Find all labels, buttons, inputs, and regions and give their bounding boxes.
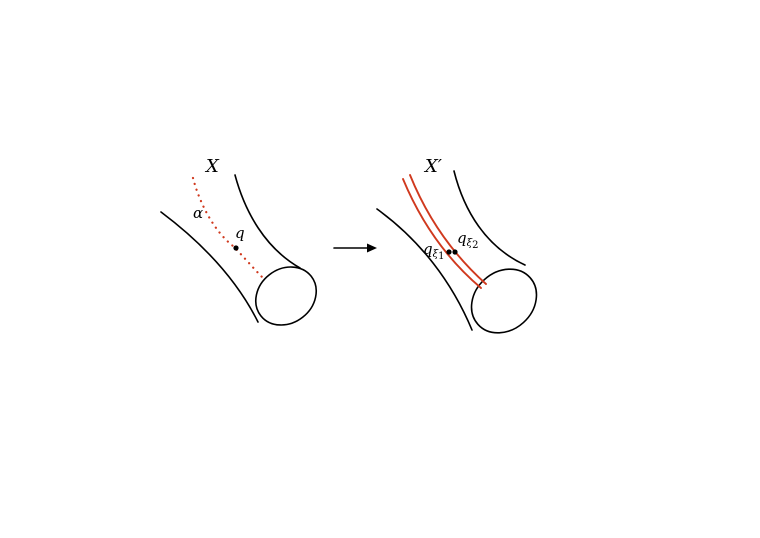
point-q (233, 245, 239, 251)
curve-alpha (191, 176, 267, 282)
right-tube: X′ qξ1 qξ2 (376, 156, 538, 334)
arrow-head (367, 243, 377, 253)
point-q-xi1 (446, 249, 452, 255)
right-tube-inner-edge (453, 170, 526, 266)
label-q-xi1: qξ1 (423, 240, 445, 262)
left-tube-outer-edge (160, 211, 259, 323)
right-tube-opening (470, 268, 538, 334)
label-alpha: α (193, 204, 203, 222)
label-q: q (235, 224, 245, 242)
label-x-prime: X′ (423, 156, 442, 177)
label-q-xi2: qξ2 (457, 229, 479, 251)
left-tube-opening (254, 266, 318, 326)
curve-lift-1 (402, 178, 482, 289)
right-tube-outer-edge (376, 208, 473, 331)
point-q-xi2 (452, 249, 458, 255)
label-x: X (204, 156, 220, 177)
curve-lift-2 (409, 174, 487, 285)
left-tube-inner-edge (234, 174, 301, 269)
map-arrow (333, 243, 377, 253)
left-tube: X α q (160, 156, 318, 326)
